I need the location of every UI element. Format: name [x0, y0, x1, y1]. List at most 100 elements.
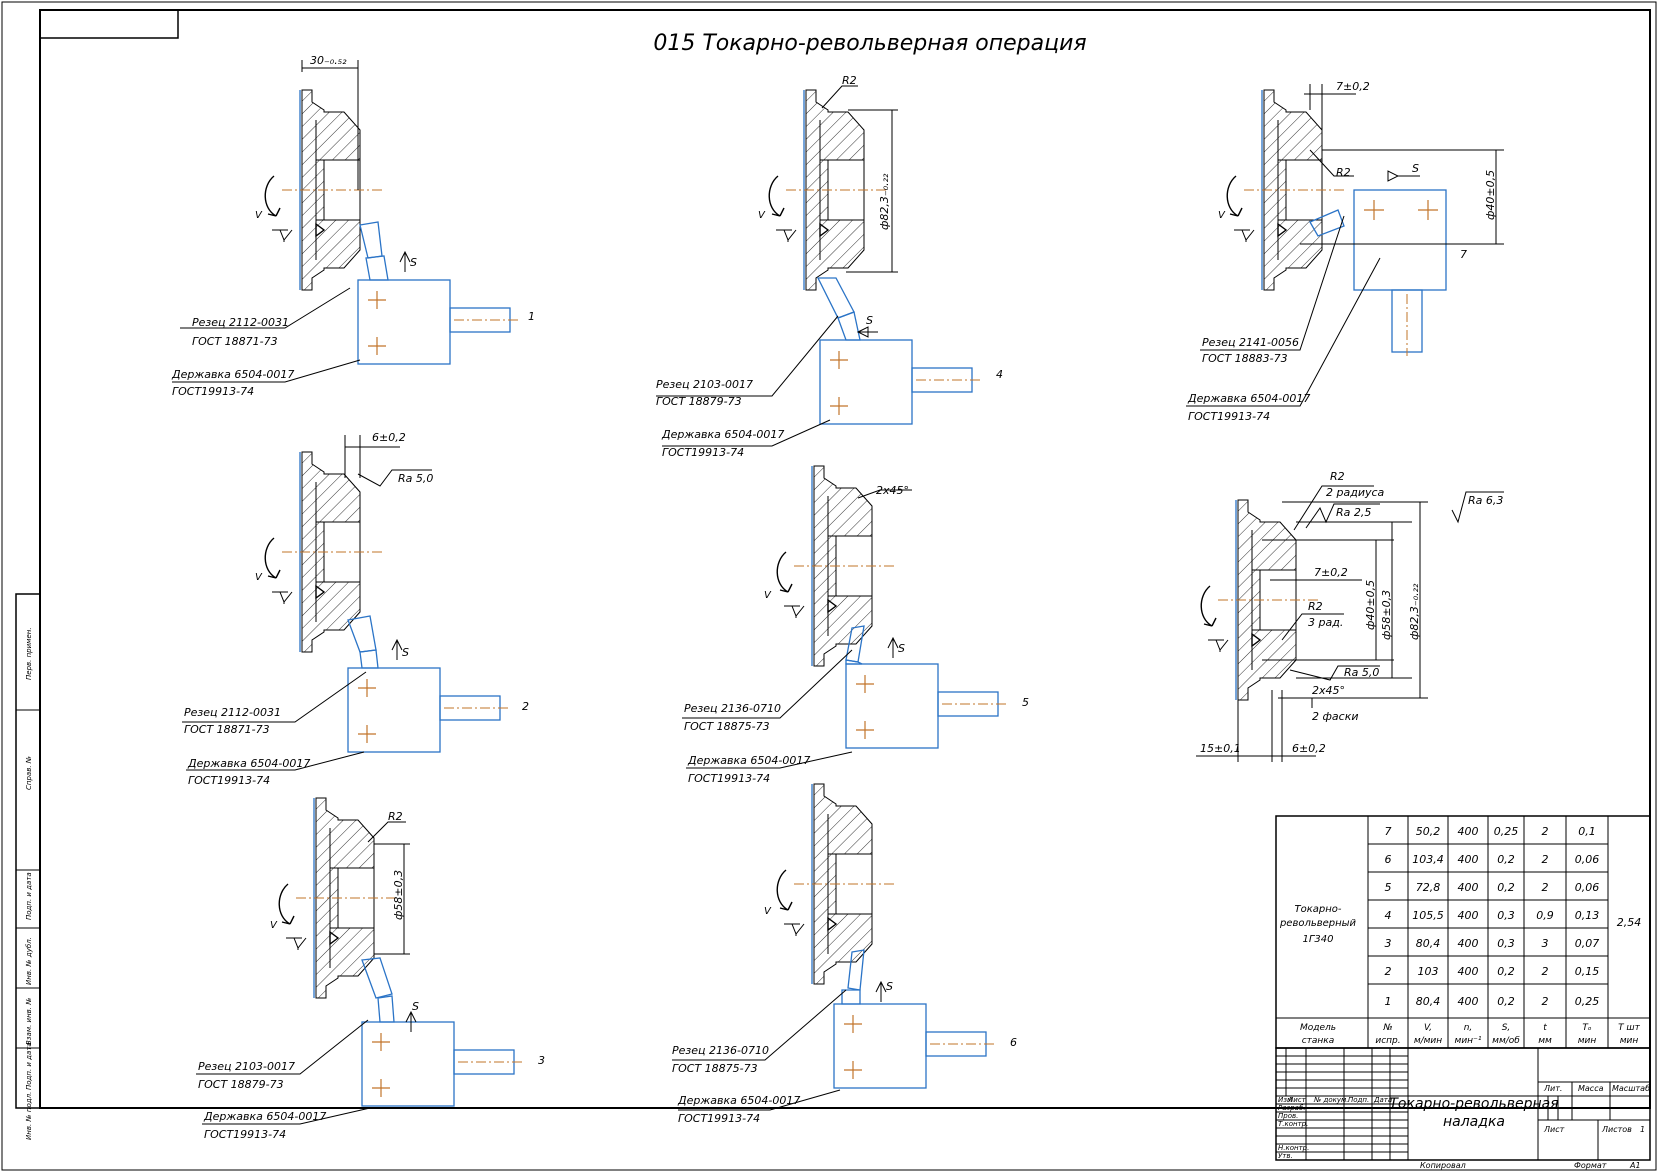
- svg-text:А1: А1: [1629, 1161, 1641, 1170]
- svg-text:мм/об: мм/об: [1492, 1036, 1520, 1046]
- svg-text:6±0,2: 6±0,2: [1292, 742, 1326, 755]
- svg-text:ГОСТ19913-74: ГОСТ19913-74: [678, 1112, 760, 1125]
- svg-text:V,: V,: [1424, 1023, 1432, 1033]
- operation-6: S 6 V Резец 2136-0710 ГОСТ 18875-73 Держ…: [672, 783, 1017, 1125]
- svg-text:Токарно-револьверная: Токарно-револьверная: [1389, 1096, 1558, 1112]
- svg-text:0,15: 0,15: [1575, 965, 1600, 978]
- svg-text:S: S: [410, 256, 417, 269]
- svg-text:7: 7: [1460, 248, 1467, 261]
- svg-text:ГОСТ 18871-73: ГОСТ 18871-73: [184, 723, 270, 736]
- svg-text:ГОСТ 18883-73: ГОСТ 18883-73: [1202, 352, 1288, 365]
- svg-text:Разраб.: Разраб.: [1278, 1104, 1306, 1112]
- operation-5: 2x45° S 5 V Резец 2136-0710 ГОСТ 18875-7…: [682, 465, 1029, 785]
- svg-text:V: V: [758, 210, 766, 221]
- operation-4: ф82,3₋₀.₂₂ R2 S 4 V Резец 2103-0017 ГОСТ…: [656, 74, 1003, 459]
- svg-text:S: S: [886, 980, 893, 993]
- svg-text:400: 400: [1458, 937, 1479, 950]
- svg-text:Подп. и дата: Подп. и дата: [25, 872, 33, 920]
- svg-text:Резец 2141-0056: Резец 2141-0056: [1202, 336, 1299, 349]
- svg-text:ф82,3₋₀.₂₂: ф82,3₋₀.₂₂: [878, 173, 891, 230]
- operation-2: 6±0,2 Ra 5,0 S 2 V Резец 2112-0031 ГОСТ …: [182, 431, 529, 787]
- operation-7: 7±0,2 ф40±0,5 R2 S 7 V Резец 2141-0056 Г…: [1186, 80, 1504, 423]
- svg-text:Резец 2103-0017: Резец 2103-0017: [656, 378, 753, 391]
- svg-text:15±0,1: 15±0,1: [1200, 742, 1241, 755]
- svg-text:Tₒ: Tₒ: [1582, 1023, 1591, 1033]
- svg-text:0,2: 0,2: [1497, 965, 1515, 978]
- svg-text:ф40±0,5: ф40±0,5: [1364, 580, 1377, 630]
- svg-text:0,3: 0,3: [1497, 909, 1515, 922]
- svg-text:400: 400: [1458, 965, 1479, 978]
- svg-text:V: V: [255, 210, 263, 221]
- svg-text:мин⁻¹: мин⁻¹: [1455, 1036, 1482, 1046]
- svg-text:103: 103: [1418, 965, 1439, 978]
- svg-text:4: 4: [996, 368, 1003, 381]
- svg-text:2x45°: 2x45°: [876, 484, 909, 497]
- svg-text:Инв. № дубл.: Инв. № дубл.: [25, 937, 33, 985]
- final-part: ф40±0,5 ф58±0,3 ф82,3₋₀.₂₂ R2 2 радиуса …: [1196, 470, 1504, 762]
- svg-text:6: 6: [1385, 853, 1392, 866]
- svg-text:Ra 6,3: Ra 6,3: [1468, 494, 1503, 507]
- op1-cutter: Резец 2112-0031: [192, 316, 289, 329]
- svg-text:30₋₀.₅₂: 30₋₀.₅₂: [310, 54, 347, 67]
- svg-text:400: 400: [1458, 995, 1479, 1008]
- svg-text:t: t: [1543, 1023, 1547, 1033]
- svg-text:S: S: [412, 1000, 419, 1013]
- svg-text:S: S: [898, 642, 905, 655]
- svg-text:ф82,3₋₀.₂₂: ф82,3₋₀.₂₂: [1408, 583, 1421, 640]
- inner-frame: [39, 9, 1651, 1109]
- svg-text:1Г340: 1Г340: [1302, 934, 1333, 945]
- svg-text:S: S: [402, 646, 409, 659]
- svg-text:0,07: 0,07: [1575, 937, 1600, 950]
- svg-text:м/мин: м/мин: [1414, 1036, 1442, 1046]
- svg-text:2 фаски: 2 фаски: [1312, 710, 1358, 723]
- svg-text:6: 6: [1010, 1036, 1017, 1049]
- svg-text:6±0,2: 6±0,2: [372, 431, 406, 444]
- svg-text:0,2: 0,2: [1497, 881, 1515, 894]
- svg-text:V: V: [764, 590, 772, 601]
- svg-text:револьверный: револьверный: [1279, 918, 1357, 929]
- svg-text:Державка 6504-0017: Державка 6504-0017: [661, 428, 784, 441]
- svg-text:2: 2: [1542, 853, 1549, 866]
- svg-text:72,8: 72,8: [1416, 881, 1441, 894]
- svg-text:7±0,2: 7±0,2: [1314, 566, 1348, 579]
- svg-text:0,25: 0,25: [1494, 825, 1519, 838]
- svg-text:Модель: Модель: [1300, 1023, 1336, 1033]
- svg-text:Листов: Листов: [1601, 1125, 1632, 1134]
- svg-text:0,3: 0,3: [1497, 937, 1515, 950]
- svg-text:Масса: Масса: [1578, 1084, 1604, 1093]
- svg-text:Взам. инв. №: Взам. инв. №: [25, 997, 33, 1045]
- svg-text:3 рад.: 3 рад.: [1308, 616, 1343, 629]
- svg-text:n,: n,: [1464, 1023, 1473, 1033]
- svg-text:Державка 6504-0017: Державка 6504-0017: [171, 368, 294, 381]
- svg-text:400: 400: [1458, 909, 1479, 922]
- svg-text:Ra 5,0: Ra 5,0: [398, 472, 433, 485]
- svg-text:Справ. №: Справ. №: [25, 756, 33, 790]
- title-block: Изм Лист № докум. Подп. Дата Разраб. Про…: [1275, 1047, 1651, 1171]
- svg-text:2: 2: [1542, 965, 1549, 978]
- svg-text:мин: мин: [1620, 1036, 1639, 1046]
- svg-text:0,9: 0,9: [1536, 909, 1554, 922]
- svg-text:Державка 6504-0017: Державка 6504-0017: [687, 754, 810, 767]
- svg-text:станка: станка: [1302, 1036, 1335, 1046]
- svg-text:50,2: 50,2: [1416, 825, 1441, 838]
- svg-text:ГОСТ 18871-73: ГОСТ 18871-73: [192, 335, 278, 348]
- svg-text:Утв.: Утв.: [1278, 1152, 1293, 1160]
- svg-text:Пров.: Пров.: [1278, 1112, 1298, 1120]
- svg-text:ГОСТ 18879-73: ГОСТ 18879-73: [198, 1078, 284, 1091]
- svg-text:0,2: 0,2: [1497, 995, 1515, 1008]
- svg-text:наладка: наладка: [1443, 1114, 1505, 1130]
- svg-text:R2: R2: [1336, 166, 1351, 179]
- svg-text:0,25: 0,25: [1575, 995, 1600, 1008]
- operation-1: 30₋₀.₅₂ S 1 V Резец 2112-0031 ГОСТ 18871…: [171, 54, 535, 398]
- svg-text:2: 2: [1542, 825, 1549, 838]
- svg-text:Инв. № подл.: Инв. № подл.: [25, 1092, 33, 1140]
- svg-text:Державка 6504-0017: Державка 6504-0017: [203, 1110, 326, 1123]
- svg-text:103,4: 103,4: [1412, 853, 1444, 866]
- svg-text:Копировал: Копировал: [1420, 1161, 1466, 1170]
- svg-text:0,2: 0,2: [1497, 853, 1515, 866]
- svg-text:Изм: Изм: [1278, 1096, 1293, 1104]
- svg-text:ГОСТ19913-74: ГОСТ19913-74: [688, 772, 770, 785]
- svg-text:2: 2: [522, 700, 529, 713]
- svg-text:0,06: 0,06: [1575, 881, 1600, 894]
- svg-text:Резец 2136-0710: Резец 2136-0710: [684, 702, 781, 715]
